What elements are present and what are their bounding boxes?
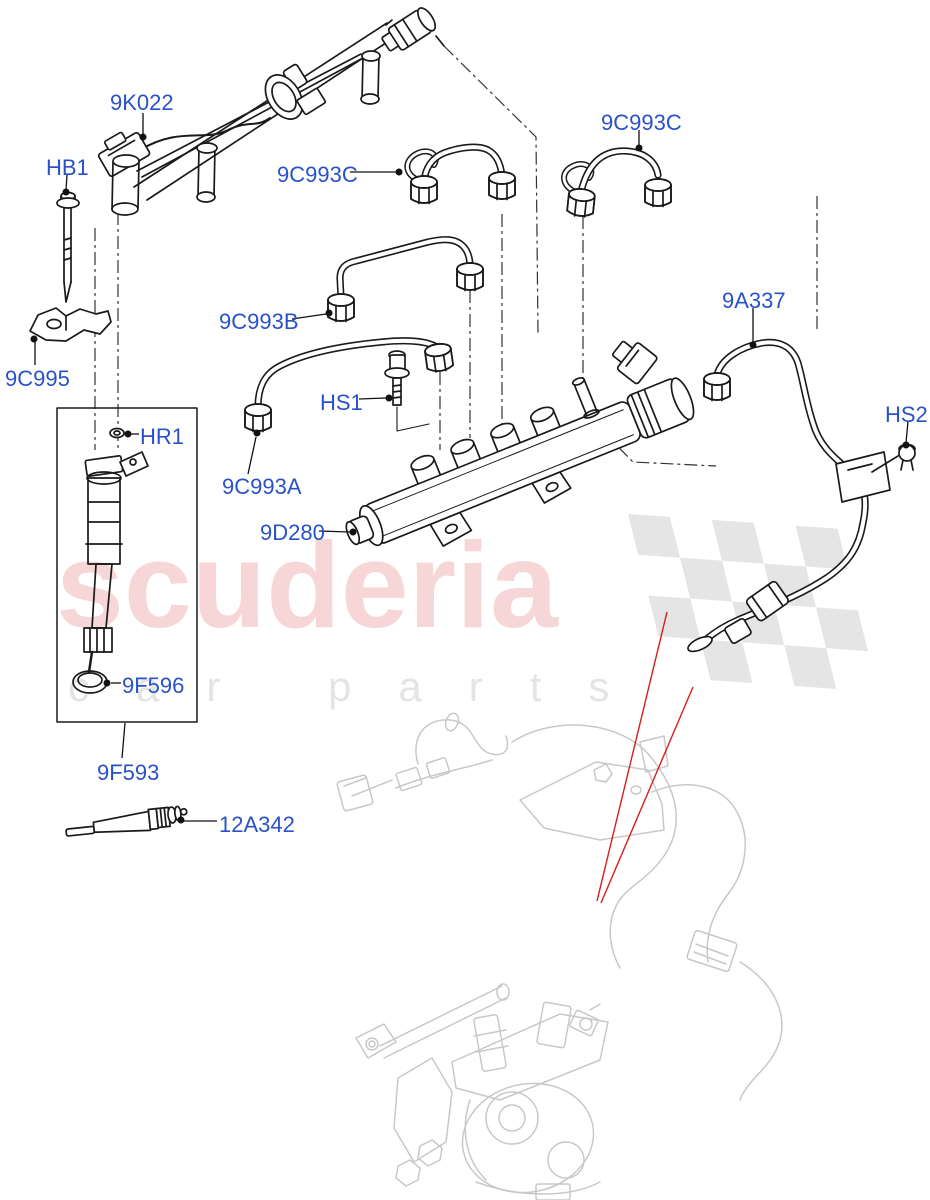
label-9d280[interactable]: 9D280 — [260, 520, 325, 545]
label-9c993c-mid[interactable]: 9C993C — [277, 162, 358, 187]
fuel-rail-9d280 — [345, 340, 695, 547]
label-9a337[interactable]: 9A337 — [722, 288, 786, 313]
bolt-hs2 — [898, 443, 916, 471]
bolt-hs1 — [384, 350, 430, 432]
label-12a342[interactable]: 12A342 — [219, 812, 295, 837]
label-9f596[interactable]: 9F596 — [122, 673, 185, 698]
glow-plug — [65, 805, 188, 837]
label-hr1[interactable]: HR1 — [140, 424, 185, 449]
fuel-injector — [72, 451, 149, 694]
watermark-brand: scuderia — [56, 517, 558, 653]
label-9f593[interactable]: 9F593 — [97, 760, 160, 785]
label-hb1[interactable]: HB1 — [46, 155, 89, 180]
label-9c993c-right[interactable]: 9C993C — [601, 110, 682, 135]
bolt-hb1 — [56, 191, 80, 303]
label-9c993a[interactable]: 9C993A — [222, 474, 302, 499]
label-9k022[interactable]: 9K022 — [110, 90, 174, 115]
callout-leaders — [29, 113, 911, 825]
watermark-subtext: car parts — [68, 663, 657, 710]
injector-pipe-9c993c-right — [561, 147, 662, 197]
label-9c993b[interactable]: 9C993B — [219, 309, 299, 334]
label-hs1[interactable]: HS1 — [320, 390, 363, 415]
injector-pipe-9c993a — [254, 337, 442, 411]
injector-assembly-box — [56, 407, 198, 723]
injector-pipe-9c993b — [336, 236, 474, 302]
red-locator-lines — [596, 611, 694, 904]
centerlines — [94, 45, 818, 467]
injector-clamp-9c995 — [29, 307, 112, 342]
engine-assembly-reference — [336, 712, 783, 1200]
label-hs2[interactable]: HS2 — [885, 402, 928, 427]
fuel-pipe-9a337 — [687, 338, 899, 653]
fuel-charging-manifold — [97, 7, 445, 216]
label-9c995[interactable]: 9C995 — [5, 366, 70, 391]
